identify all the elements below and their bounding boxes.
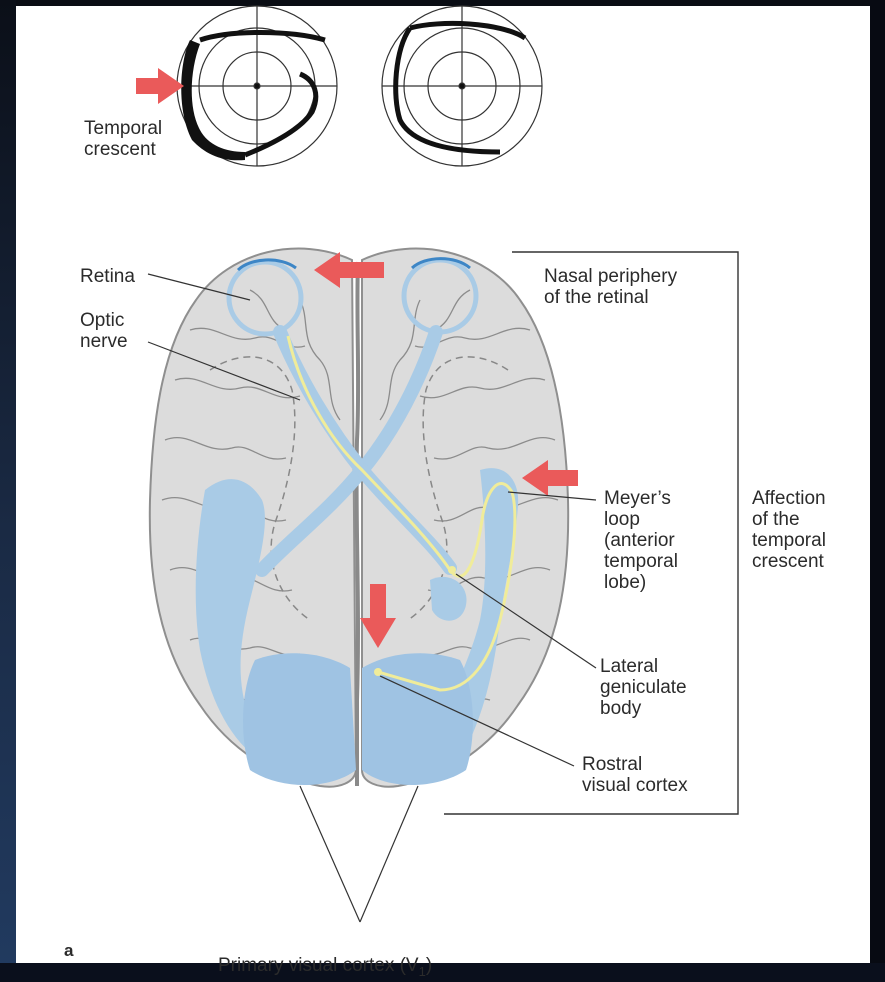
left-eye-field-boundary [200,33,325,156]
primary-visual-cortex-label: Primary visual cortex (V1) [218,934,432,982]
panel-letter: a [64,940,73,961]
lgn-dot [448,566,456,574]
meyers-loop-label: Meyer’s loop (anterior temporal lobe) [604,488,678,593]
brain-illustration [150,249,568,787]
nasal-periphery-label: Nasal periphery of the retinal [544,266,677,308]
lateral-geniculate-label: Lateral geniculate body [600,656,687,719]
primary-visual-cortex-text: Primary visual cortex (V [218,955,419,976]
primary-visual-cortex-close: ) [426,955,432,976]
rostral-visual-cortex-label: Rostral visual cortex [582,754,688,796]
temporal-crescent-label: Temporal crescent [84,118,162,160]
left-eye-field-defect [181,40,245,160]
affection-label: Affection of the temporal crescent [752,488,826,572]
optic-nerve-label: Optic nerve [80,310,128,352]
temporal-crescent-arrow [136,68,184,104]
primary-visual-cortex-subscript: 1 [419,964,426,979]
rostral-cortex-dot [374,668,382,676]
left-primary-visual-cortex [243,653,356,785]
retina-label: Retina [80,266,135,287]
longitudinal-fissure [357,262,359,786]
